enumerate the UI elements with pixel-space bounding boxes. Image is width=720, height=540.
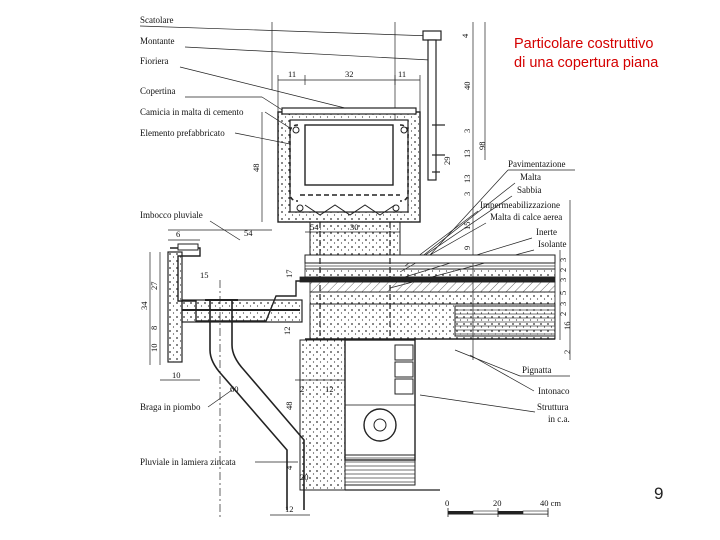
label-camicia: Camicia in malta di cemento — [140, 107, 244, 117]
roof-layers — [299, 254, 556, 340]
dim-top-1: 11 — [288, 69, 296, 79]
dim-misc-0: 15 — [200, 270, 209, 280]
planter-box — [277, 107, 421, 223]
dim-left-1: 54 — [244, 228, 253, 238]
dim-misc-11: 12 — [285, 504, 294, 514]
dim-misc-5: 60 — [230, 384, 239, 394]
dim-r1-2: 13 — [462, 150, 472, 159]
dim-r2-0: 4 — [460, 33, 470, 38]
dim-misc-12: 10 — [172, 370, 181, 380]
label-copertina: Copertina — [140, 86, 176, 96]
label-braga-piombo: Braga in piombo — [140, 402, 201, 412]
dim-misc-3: 30 — [350, 222, 359, 232]
dim-r1-3: 13 — [462, 175, 472, 184]
dim-r2-1: 29 — [442, 157, 452, 166]
dim-r1-7: 3 — [558, 258, 568, 262]
label-in-ca: in c.a. — [548, 414, 570, 424]
dim-misc-1: 17 — [284, 270, 294, 279]
dim-r1-9: 3 — [558, 278, 568, 282]
scale-tick-0: 0 — [445, 498, 449, 508]
dim-r1-0: 40 — [462, 82, 472, 91]
dim-r1-14: 2 — [562, 350, 572, 354]
dim-misc-7: 12 — [325, 384, 334, 394]
label-malta: Malta — [520, 172, 541, 182]
dim-r1-1: 3 — [462, 129, 472, 133]
scale-tick-40: 40 cm — [540, 498, 561, 508]
label-fioriera: Fioriera — [140, 56, 169, 66]
label-pavimentazione: Pavimentazione — [508, 159, 565, 169]
scale-bar: 0 20 40 cm — [445, 498, 561, 517]
slide-title-line-1: Particolare costruttivo — [514, 36, 654, 52]
right-dimension-chain: 40 3 13 13 3 15 9 3 2 3 5 3 2 16 2 4 29 … — [442, 22, 572, 360]
dim-left-5: 8 — [149, 326, 159, 330]
gutter-detail — [167, 243, 306, 363]
label-elemento-prefabbricato: Elemento prefabbricato — [140, 128, 225, 138]
dim-misc-4: 12 — [282, 327, 292, 336]
label-struttura: Struttura — [537, 402, 569, 412]
label-inerte: Inerte — [536, 227, 557, 237]
label-montante: Montante — [140, 36, 175, 46]
dim-left-4: 34 — [139, 301, 149, 310]
scale-tick-20: 20 — [493, 498, 502, 508]
slide-title-line-2: di una copertura piana — [514, 55, 659, 71]
dim-left-2: 6 — [176, 229, 180, 239]
dim-left-6: 10 — [149, 344, 159, 353]
downpipe — [205, 280, 305, 520]
dim-misc-6: 2 — [300, 384, 304, 394]
dim-top-3: 11 — [398, 69, 406, 79]
structure-wall — [299, 221, 440, 491]
dim-left-0: 48 — [251, 164, 261, 173]
label-isolante: Isolante — [538, 239, 567, 249]
dim-r1-8: 2 — [558, 268, 568, 272]
label-pignatta: Pignatta — [522, 365, 552, 375]
dim-r1-6: 9 — [462, 246, 472, 250]
label-imbocco-pluviale: Imbocco pluviale — [140, 210, 203, 220]
dim-r1-10: 5 — [558, 291, 568, 295]
label-intonaco: Intonaco — [538, 386, 570, 396]
label-scatolare: Scatolare — [140, 15, 173, 25]
dim-top-2: 32 — [345, 69, 354, 79]
dim-r1-12: 2 — [558, 312, 568, 316]
top-dimension-chain: 11 32 11 — [277, 69, 421, 112]
dim-r1-13: 16 — [562, 322, 572, 331]
left-dimensions: 48 54 6 27 34 8 10 10 15 17 54 30 12 60 … — [139, 112, 400, 516]
railing-post — [422, 30, 445, 181]
dim-r2-2: 98 — [477, 142, 487, 151]
dim-r1-11: 3 — [558, 302, 568, 306]
dim-misc-9: 4 — [284, 465, 294, 470]
label-sabbia: Sabbia — [517, 185, 542, 195]
label-pluviale-lamiera: Pluviale in lamiera zincata — [140, 457, 236, 467]
dim-r1-4: 3 — [462, 192, 472, 196]
dim-misc-10: 20 — [300, 472, 309, 482]
label-impermeabilizzazione: Impermeabilizzazione — [480, 200, 560, 210]
dim-misc-2: 54 — [310, 222, 319, 232]
dim-left-3: 27 — [149, 282, 159, 291]
label-malta-calce: Malta di calce aerea — [490, 212, 562, 222]
dim-r1-5: 15 — [462, 222, 472, 231]
dim-misc-8: 48 — [284, 402, 294, 411]
page-number: 9 — [654, 484, 664, 503]
slide-title: Particolare costruttivo di una copertura… — [514, 35, 658, 73]
